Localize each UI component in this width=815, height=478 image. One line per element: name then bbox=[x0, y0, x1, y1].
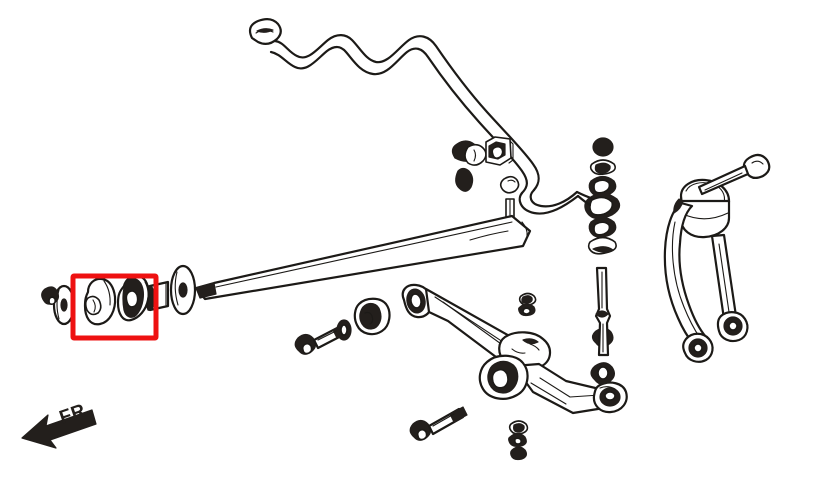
fr-arrow-icon bbox=[21, 409, 97, 449]
part-lca-nut-lower bbox=[508, 420, 529, 461]
part-link-collar bbox=[575, 190, 621, 220]
part-lower-control-arm bbox=[401, 283, 628, 415]
part-link-washer-lower bbox=[587, 236, 617, 255]
part-lca-washer bbox=[336, 319, 352, 341]
part-upper-arm-assembly bbox=[663, 178, 749, 363]
part-radius-rod-nut bbox=[41, 286, 60, 305]
part-lca-bushing-front bbox=[353, 297, 391, 336]
part-stabilizer-bar bbox=[248, 17, 580, 215]
part-stabilizer-bushing bbox=[451, 140, 487, 192]
part-link-washer-top bbox=[589, 159, 616, 176]
part-radius-rod-bushing-outer bbox=[116, 274, 150, 322]
part-radius-rod-bushing-inner bbox=[83, 277, 117, 326]
part-link-nut-bottom bbox=[590, 362, 615, 385]
part-stabilizer-bracket bbox=[485, 136, 514, 166]
part-radius-rod bbox=[194, 214, 532, 301]
part-link-nut-top bbox=[592, 137, 614, 157]
part-link-bushing-upper bbox=[588, 175, 617, 197]
part-lca-nut-upper bbox=[518, 292, 537, 317]
direction-marker-fr: FR. bbox=[21, 398, 97, 449]
part-radius-rod-washer bbox=[169, 264, 197, 316]
part-upper-arm-bolt bbox=[697, 153, 771, 196]
part-stabilizer-link-rod bbox=[594, 266, 612, 357]
part-link-bushing-lower bbox=[588, 216, 617, 238]
part-lca-bolt-rear bbox=[409, 406, 468, 441]
highlight-box[interactable] bbox=[70, 273, 159, 341]
